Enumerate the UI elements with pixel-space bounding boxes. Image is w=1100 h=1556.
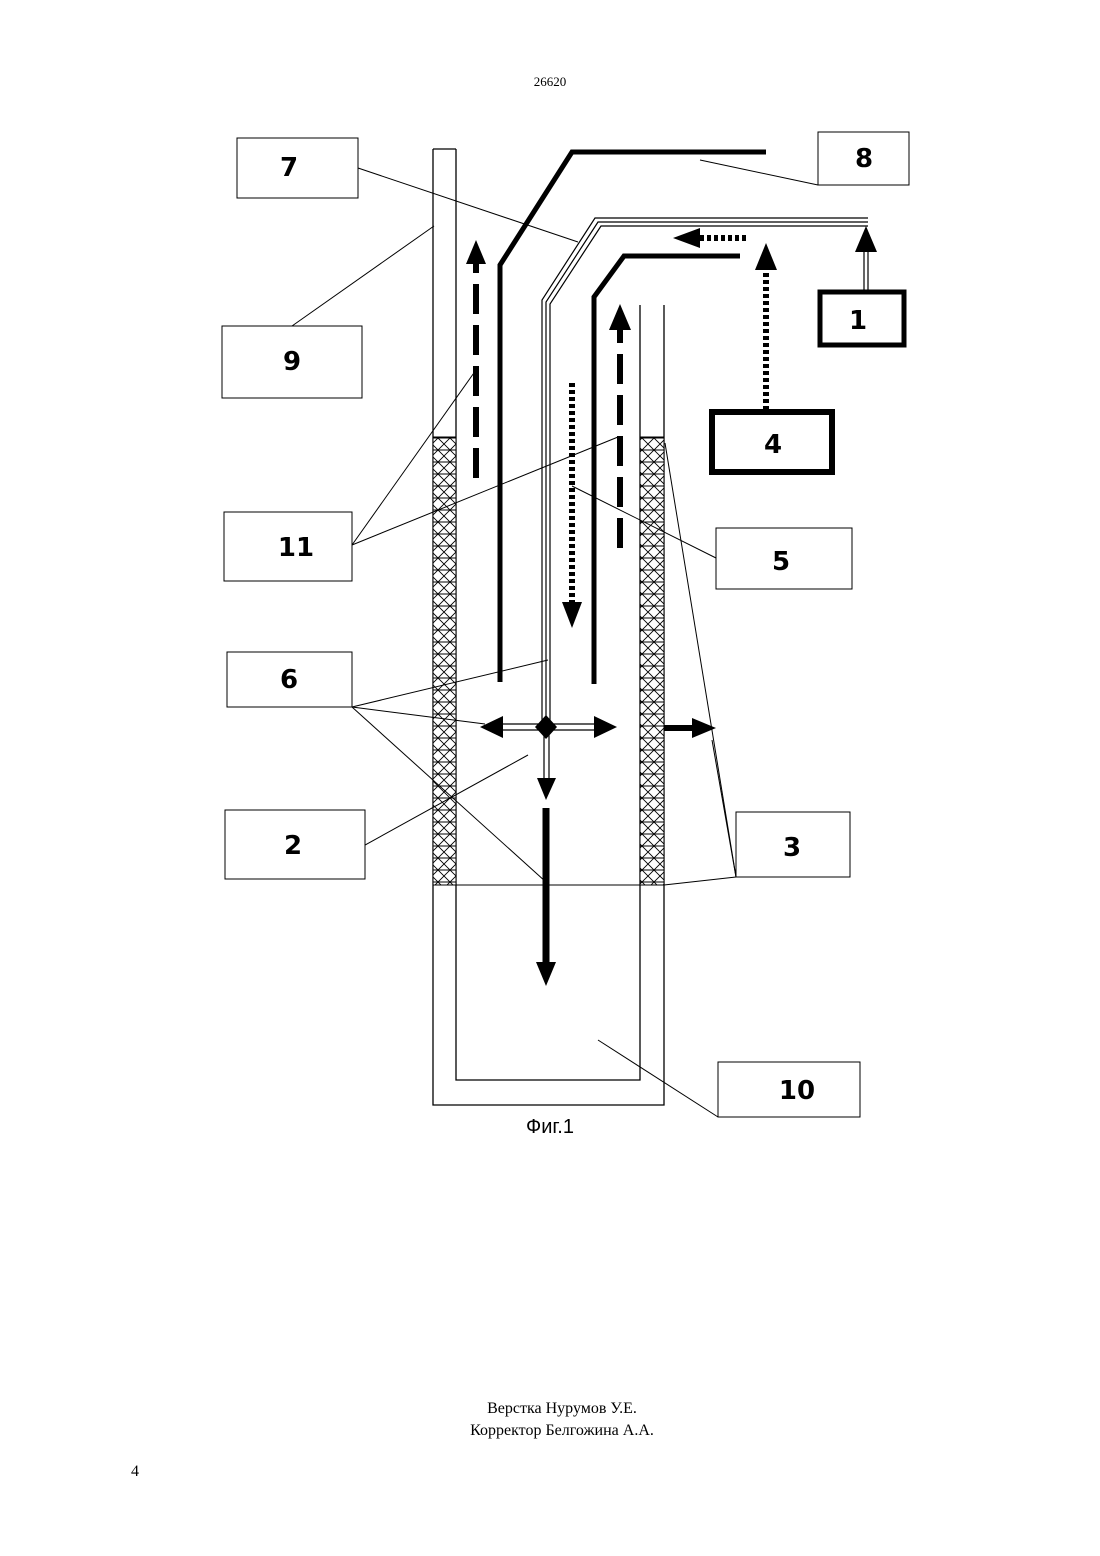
- label-box-2: 2: [225, 810, 365, 879]
- leader-lines: [292, 160, 818, 1117]
- downflow-arrow: [536, 808, 556, 986]
- label-box-5: 5: [716, 528, 852, 589]
- label-box-4: 4: [712, 412, 832, 472]
- footer-proofreader-credit: Корректор Белгожина А.А.: [0, 1420, 1100, 1442]
- dotted-up-arrow-block4: [755, 243, 777, 410]
- label-box-11: 11: [224, 512, 352, 581]
- hatched-zone-right: [640, 437, 664, 885]
- label-9: 9: [283, 347, 301, 377]
- supply-arrow-block1: [855, 226, 877, 290]
- figure-caption: Фиг.1: [526, 1116, 574, 1138]
- label-box-8: 8: [818, 132, 909, 185]
- label-box-1: 1: [820, 292, 904, 345]
- label-4: 4: [764, 430, 782, 460]
- footer-layout-credit: Верстка Нурумов У.Е.: [0, 1398, 1100, 1420]
- dotted-left-arrow: [673, 228, 746, 248]
- footer-credits: Верстка Нурумов У.Е. Корректор Белгожина…: [0, 1398, 1100, 1442]
- label-box-9: 9: [222, 326, 362, 398]
- label-2: 2: [284, 831, 302, 861]
- dashed-up-arrow-right: [609, 304, 631, 548]
- label-5: 5: [772, 547, 790, 577]
- outflow-arrow-right: [664, 718, 716, 738]
- page-number: 4: [131, 1463, 139, 1481]
- label-6: 6: [280, 665, 298, 695]
- dotted-down-arrow: [562, 383, 582, 628]
- dashed-up-arrow-left: [466, 240, 486, 478]
- label-box-6: 6: [227, 652, 352, 707]
- label-1: 1: [849, 306, 867, 336]
- label-11: 11: [278, 533, 314, 563]
- label-8: 8: [855, 144, 873, 174]
- label-box-7: 7: [237, 138, 358, 198]
- label-box-3: 3: [736, 812, 850, 877]
- label-10: 10: [779, 1076, 815, 1106]
- label-7: 7: [280, 153, 298, 183]
- label-3: 3: [783, 833, 801, 863]
- cross-junction: [480, 715, 617, 800]
- label-box-10: 10: [718, 1062, 860, 1117]
